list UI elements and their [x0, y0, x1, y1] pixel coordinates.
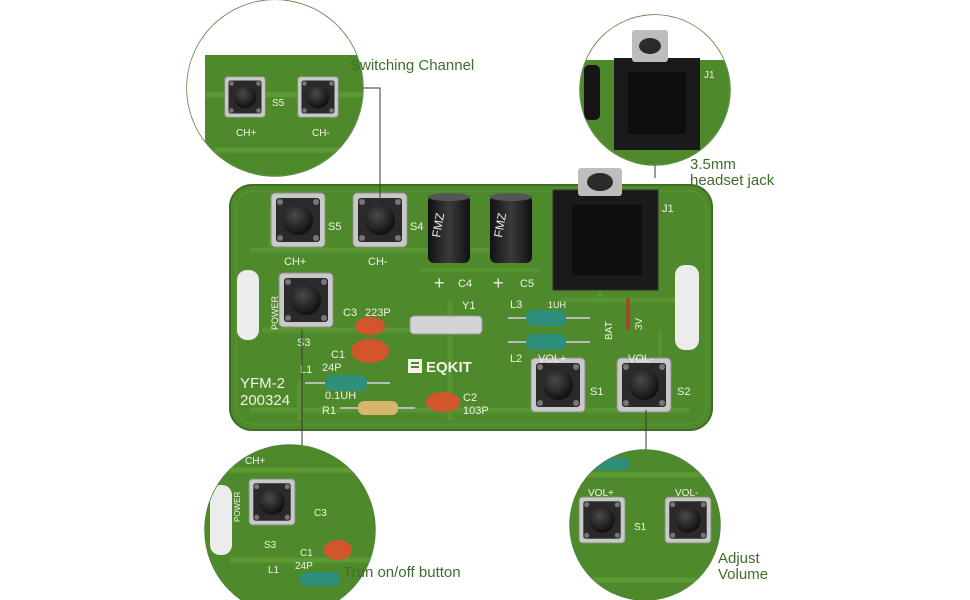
headset-jack — [552, 168, 659, 291]
inductor-l2 — [508, 334, 590, 350]
silk-s1: S1 — [590, 386, 603, 398]
callout-volume-line1: Adjust — [718, 550, 760, 567]
capacitor-c5 — [490, 193, 532, 263]
silk-c1-val: 24P — [322, 362, 342, 374]
zoom-l1: L1 — [268, 565, 280, 576]
power-button[interactable] — [278, 272, 334, 328]
silk-l1-val: 0.1UH — [325, 390, 356, 402]
callout-headset-jack-line1: 3.5mm — [690, 156, 736, 173]
inductor-l1 — [305, 375, 390, 391]
callout-headset-jack: 3.5mm headset jack — [690, 157, 774, 189]
zoom-c1-val: 24P — [295, 561, 313, 572]
zoom-power: POWER — [233, 492, 242, 522]
channel-down-button[interactable] — [352, 192, 408, 248]
silkscreen-labels: CH+ CH- S5 S4 S3 S1 S2 POWER C3 223P C1 … — [240, 203, 690, 417]
zoom-circle-volume: VOL+ VOL- S1 — [569, 449, 721, 600]
callout-power-button: Trun on/off button — [343, 565, 461, 581]
silk-j1: J1 — [662, 203, 674, 215]
capacitor-c1 — [351, 339, 389, 363]
zoom-vol-plus: VOL+ — [588, 488, 614, 499]
battery-post-left — [237, 270, 259, 340]
silk-c3-val: 223P — [365, 307, 391, 319]
cap-brand-c5: FMZ — [491, 212, 509, 239]
cap-brand-c4: FMZ — [429, 212, 447, 239]
zoom-ch-plus-bl: CH+ — [245, 456, 265, 467]
silk-l3-val: 1UH — [548, 300, 566, 310]
silk-r1: R1 — [322, 405, 336, 417]
zoom-circle-channel: CH+ CH- S5 — [186, 0, 364, 177]
crystal-y1 — [409, 315, 483, 335]
silk-c1: C1 — [331, 349, 345, 361]
zoom-ch-minus: CH- — [312, 128, 330, 139]
zoom-c3: C3 — [314, 508, 327, 519]
silk-model-line2: 200324 — [240, 392, 290, 409]
zoom-s3: S3 — [264, 540, 277, 551]
zoom-circle-power: CH+ S3 C3 C1 24P L1 POWER — [204, 444, 376, 600]
silk-c4: C4 — [458, 278, 472, 290]
silk-plus-c5: + — [493, 273, 504, 293]
zoom-j1: J1 — [704, 70, 715, 81]
silk-y1: Y1 — [462, 300, 475, 312]
silk-l2: L2 — [510, 353, 522, 365]
capacitor-c2 — [426, 392, 460, 412]
inductor-l3 — [508, 310, 590, 326]
callout-headset-jack-line2: headset jack — [690, 172, 775, 189]
silk-ch-minus: CH- — [368, 256, 388, 268]
silk-vol-plus: VOL+ — [538, 353, 566, 365]
capacitor-c3 — [355, 317, 385, 335]
silk-s3: S3 — [297, 337, 310, 349]
channel-up-button[interactable] — [270, 192, 326, 248]
silk-power: POWER — [270, 295, 280, 330]
callout-switching-channel-text: Switching Channel — [350, 57, 475, 74]
zoom-c1: C1 — [300, 548, 313, 559]
zoom-s5: S5 — [272, 98, 285, 109]
callout-switching-channel: Switching Channel — [350, 58, 474, 74]
silk-c2-val: 103P — [463, 405, 489, 417]
callout-power-button-text: Trun on/off button — [343, 564, 461, 581]
brand-text: EQKIT — [426, 359, 472, 376]
battery-post-right — [675, 265, 699, 350]
silk-plus-c4: + — [434, 273, 445, 293]
silk-c2: C2 — [463, 392, 477, 404]
brand-logo: EQKIT — [408, 359, 472, 376]
capacitor-c4 — [428, 193, 470, 263]
silk-bat: BAT — [604, 321, 615, 340]
silk-s5: S5 — [328, 221, 341, 233]
silk-vol-minus: VOL- — [628, 353, 654, 365]
resistor-r1 — [340, 401, 415, 415]
volume-down-button[interactable] — [616, 357, 672, 413]
volume-up-button[interactable] — [530, 357, 586, 413]
silk-s4: S4 — [410, 221, 423, 233]
silk-model-line1: YFM-2 — [240, 375, 285, 392]
callout-adjust-volume: Adjust Volume — [718, 551, 768, 583]
silk-c3: C3 — [343, 307, 357, 319]
silk-s2: S2 — [677, 386, 690, 398]
zoom-circle-jack: J1 — [579, 14, 731, 166]
silk-l3: L3 — [510, 299, 522, 311]
zoom-s1: S1 — [634, 522, 647, 533]
silk-c5: C5 — [520, 278, 534, 290]
zoom-vol-minus: VOL- — [675, 488, 698, 499]
silk-ch-plus: CH+ — [284, 256, 306, 268]
callout-volume-line2: Volume — [718, 566, 769, 583]
zoom-ch-plus: CH+ — [236, 128, 256, 139]
silk-3v: 3V — [634, 317, 645, 330]
silk-l1: L1 — [300, 364, 312, 376]
